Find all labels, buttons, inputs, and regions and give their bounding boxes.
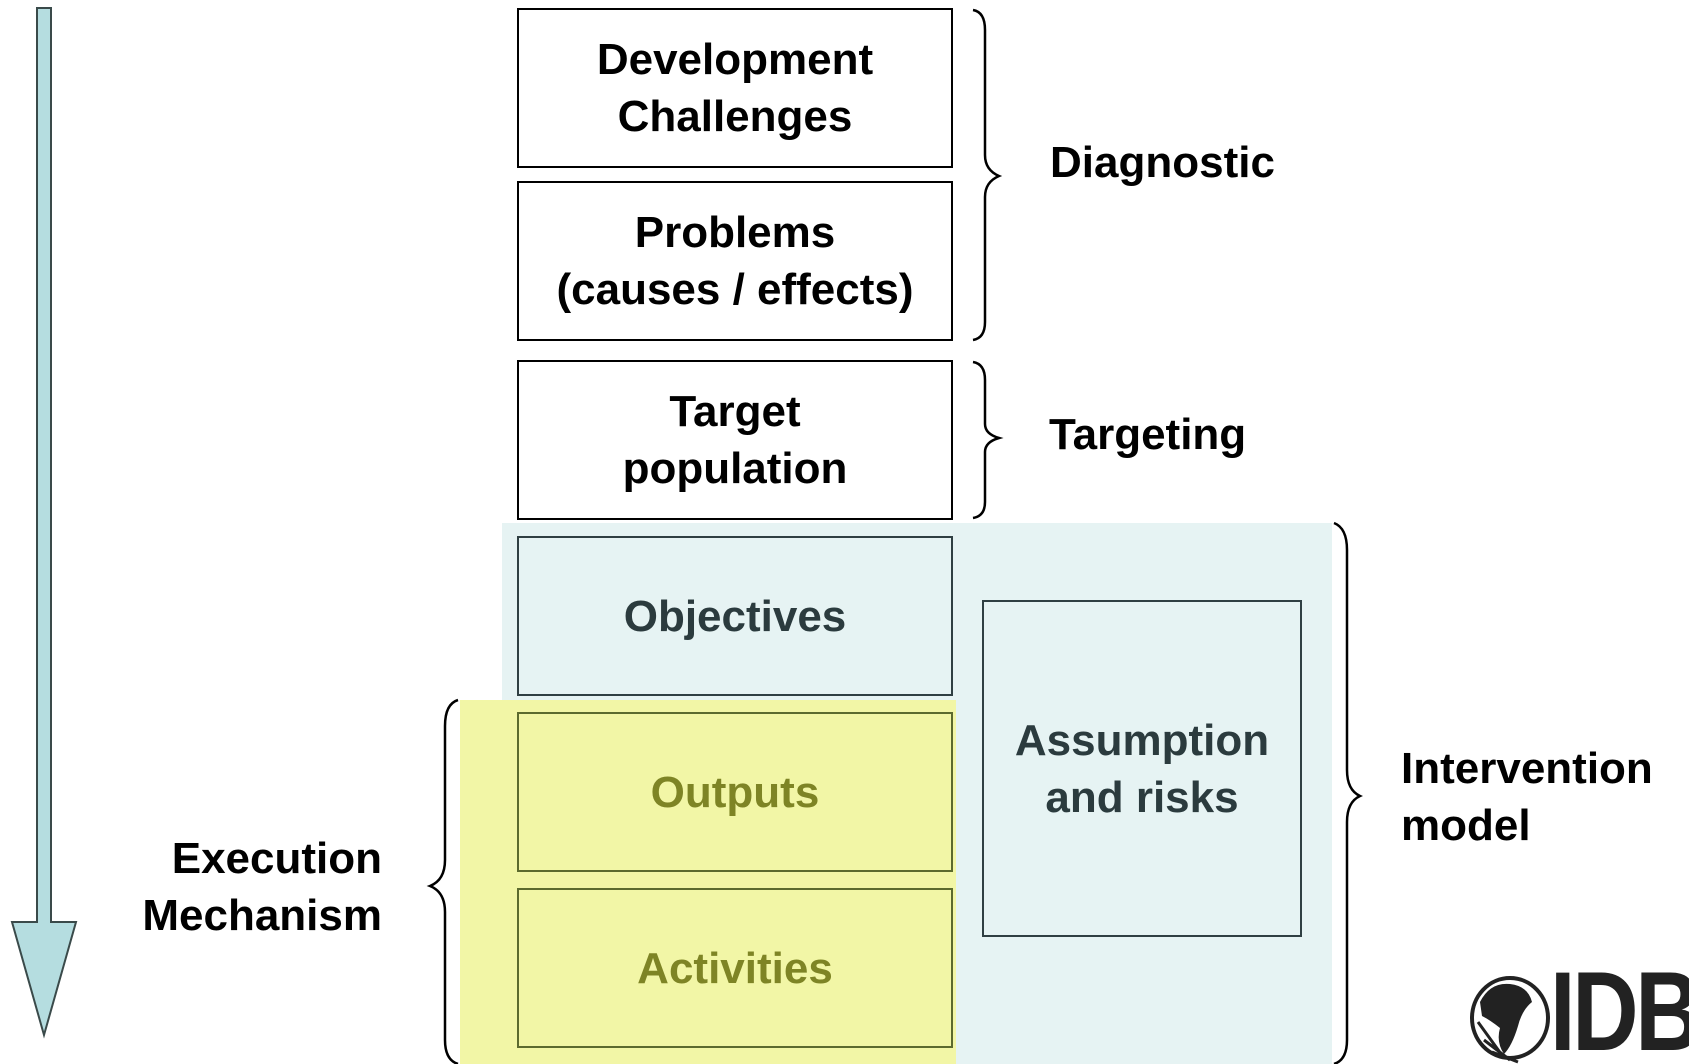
targeting-label: Targeting: [1049, 410, 1247, 459]
objectives-box: Objectives: [517, 536, 953, 696]
idb-logo-text: IDB: [1550, 962, 1689, 1064]
execution-mechanism-band: [460, 700, 956, 1064]
globe-icon: [1470, 976, 1550, 1064]
activities-box: Activities: [517, 888, 953, 1048]
assumptions-risks-box: Assumption and risks: [982, 600, 1302, 937]
intervention-model-label: Intervention model: [1401, 744, 1653, 850]
outputs-box: Outputs: [517, 712, 953, 872]
execution-mechanism-label: Execution Mechanism: [142, 834, 382, 940]
development-challenges-box: Development Challenges: [517, 8, 953, 168]
diagnostic-label: Diagnostic: [1050, 138, 1275, 187]
idb-logo: IDB: [1470, 962, 1689, 1064]
problems-box: Problems (causes / effects): [517, 181, 953, 341]
target-population-box: Target population: [517, 360, 953, 520]
